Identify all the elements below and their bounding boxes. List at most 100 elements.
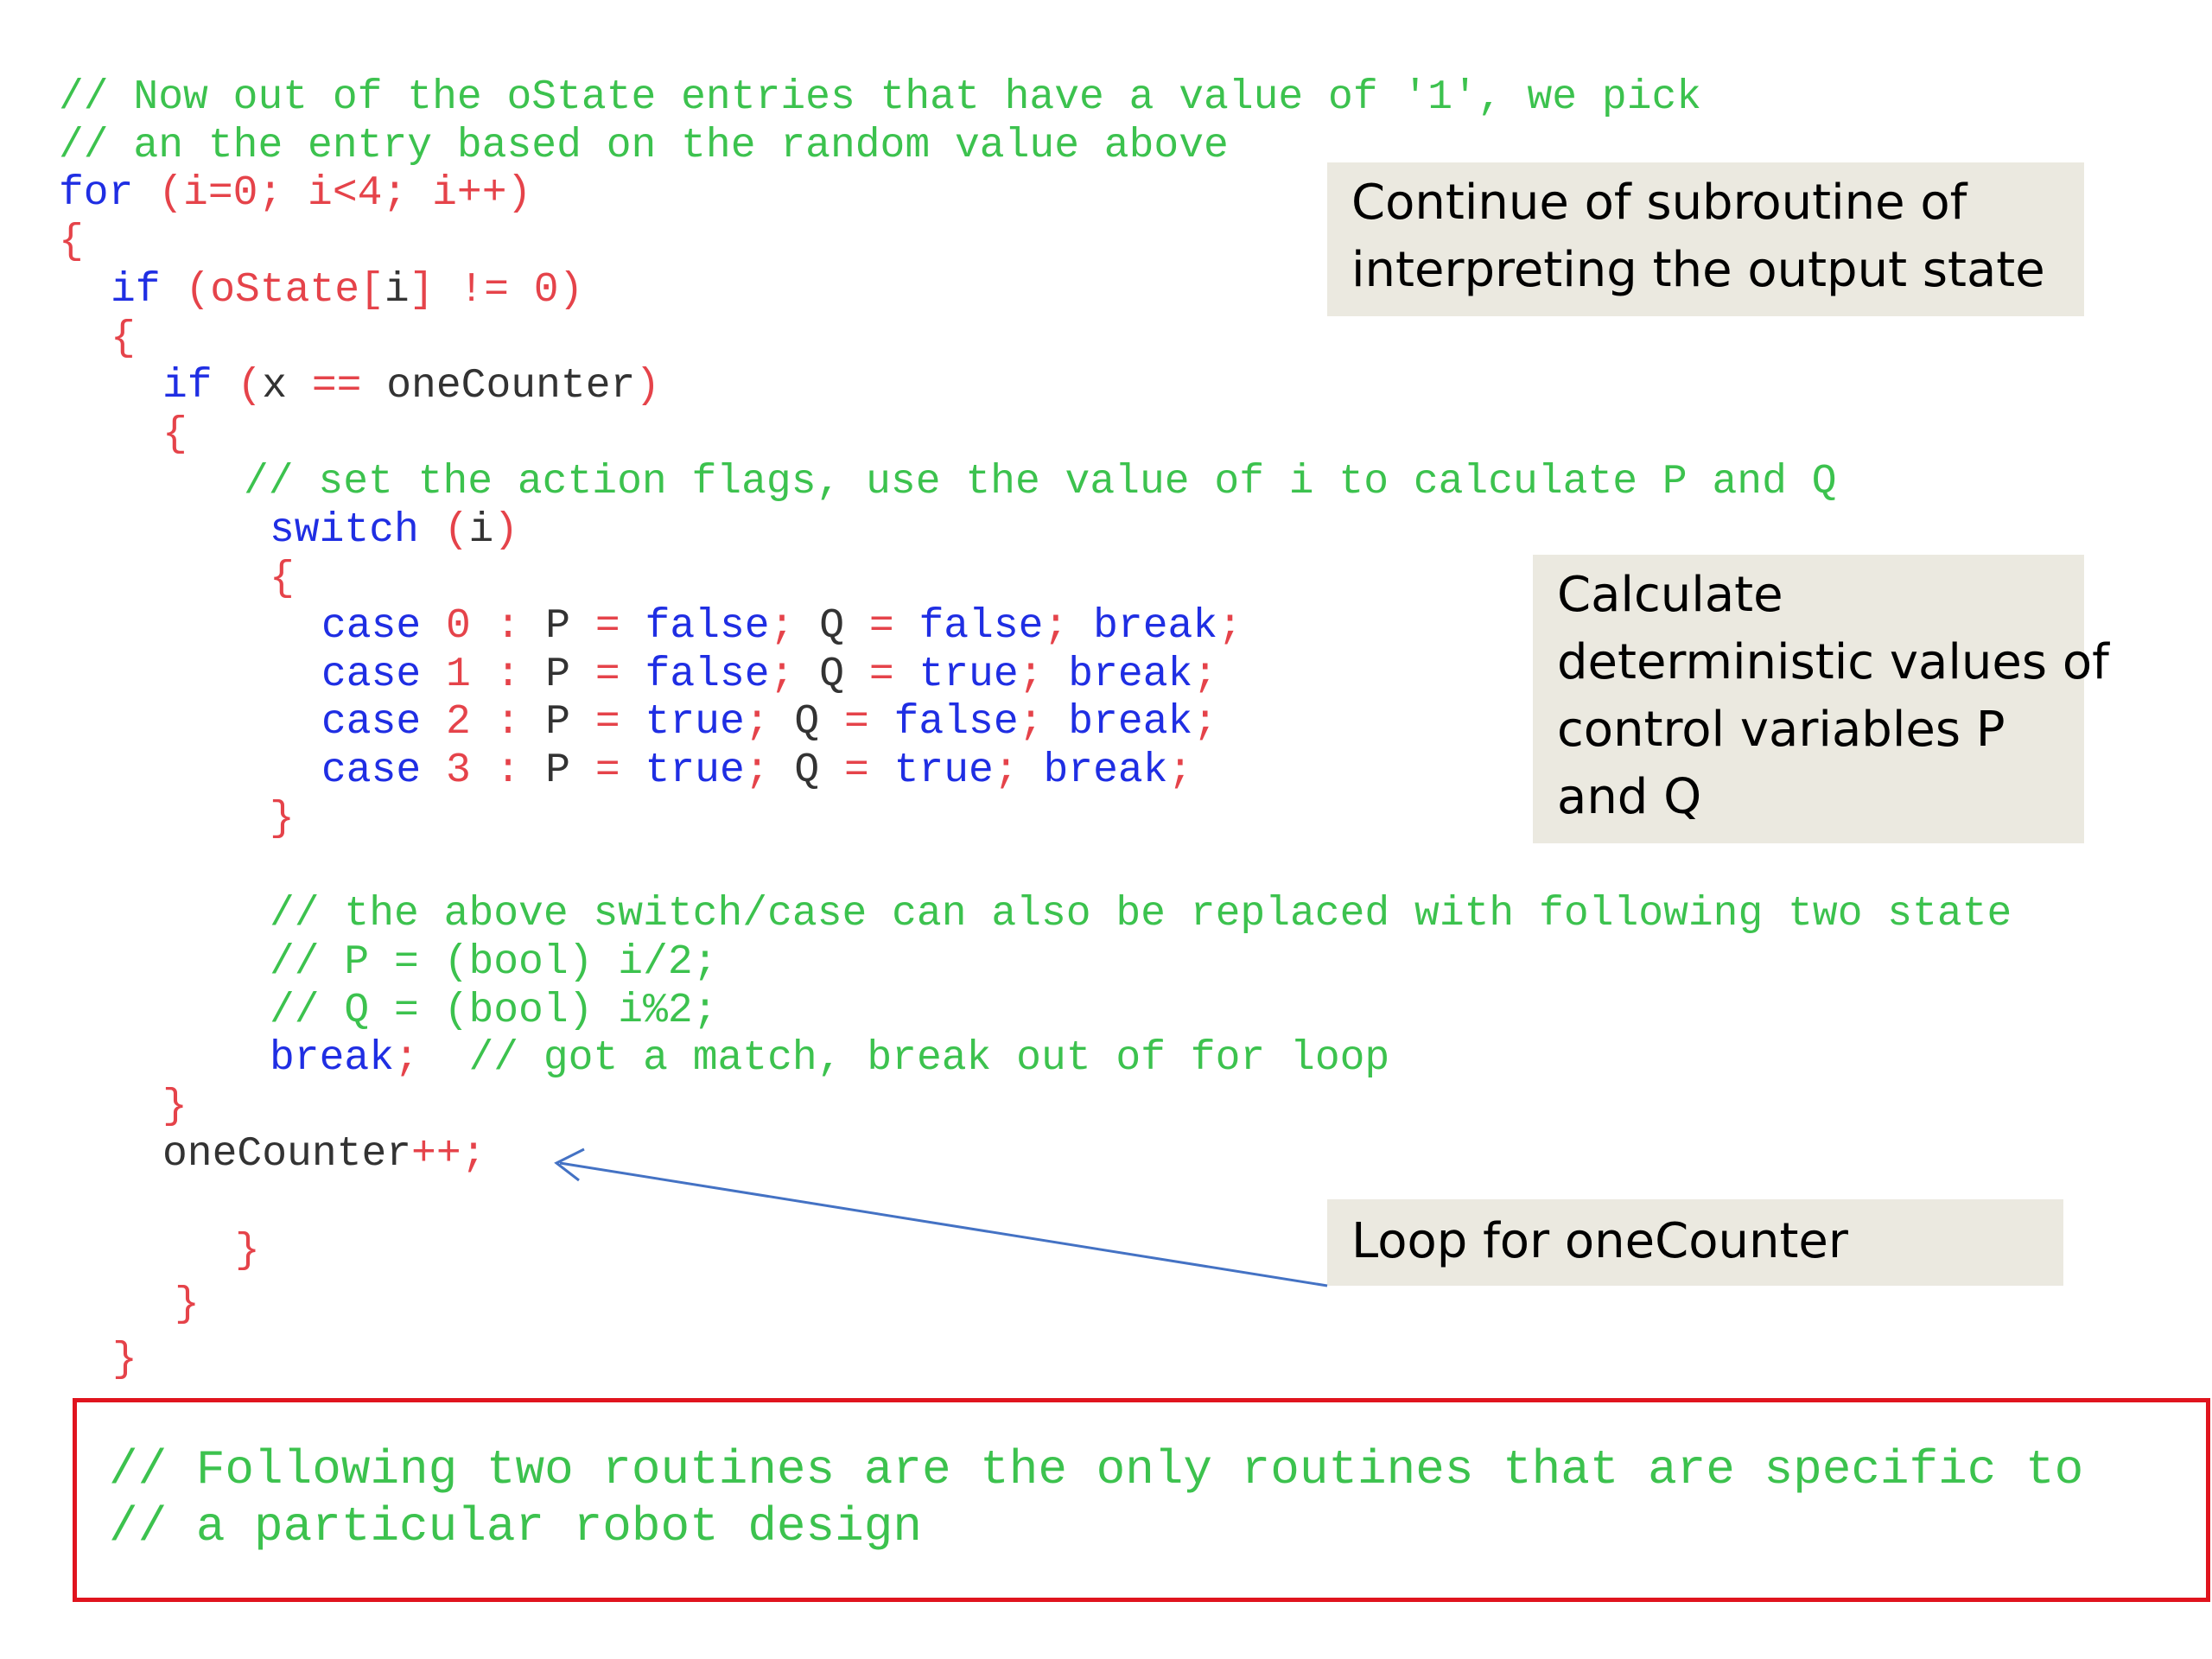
if-condition-c: i [384,267,410,314]
var-p: P [545,652,571,698]
code-for-statement: for (i=0; i<4; i++) [59,169,531,218]
for-condition: (i=0; i<4; i++) [133,170,532,217]
arrow-head [554,1147,585,1182]
callout-line: and Q [1557,769,1702,825]
callout-line: interpreting the output state [1351,242,2045,298]
q-value: false [918,603,1044,650]
assign-op: = [594,699,620,746]
if-condition-b: [ [359,267,385,314]
q-value: true [918,652,1019,698]
footer-comment-line: // Following two routines are the only r… [109,1442,2084,1497]
semicolon: ; [769,652,795,698]
code-brace: { [162,411,188,458]
code-brace: } [162,1084,188,1130]
callout-line: Continue of subroutine of [1351,175,1967,231]
callout-loop: Loop for oneCounter [1327,1199,2063,1286]
keyword-case: case [321,699,422,746]
code-switch: switch (i) [270,506,518,555]
var-p: P [545,603,571,650]
keyword-break: break [1043,747,1168,794]
highlight-box [73,1398,2210,1602]
semicolon: ; [744,699,770,746]
switch-b: i [468,507,494,554]
if-condition-a: (oState [160,267,360,314]
p-value: true [645,699,745,746]
switch-c: ) [493,507,519,554]
keyword-break: break [1068,652,1193,698]
keyword-break: break [270,1035,395,1082]
p-value: true [645,747,745,794]
increment-op: ++; [411,1131,486,1178]
code-comment-line: // Now out of the oState entries that ha… [59,74,1702,121]
assign-op: = [844,747,869,794]
keyword-if: if [111,267,161,314]
callout-line: Loop for oneCounter [1351,1213,1848,1269]
assign-op: = [868,603,894,650]
code-brace: { [59,219,84,265]
case-number: 1 [446,652,471,698]
code-brace: { [111,315,136,362]
code-brace: } [175,1281,200,1328]
q-value: true [893,747,994,794]
var-p: P [545,699,571,746]
case-colon: : [495,603,521,650]
keyword-break: break [1093,603,1218,650]
keyword-case: case [321,603,422,650]
keyword-for: for [59,170,134,217]
switch-a: ( [418,507,469,554]
semicolon: ; [744,747,770,794]
if2-e: ) [635,363,661,410]
case-colon: : [495,747,521,794]
callout-deterministic: Calculate deterministic values of contro… [1533,555,2109,843]
keyword-break: break [1068,699,1193,746]
semicolon: ; [394,1035,419,1082]
keyword-case: case [321,652,422,698]
break-comment: // got a match, break out of for loop [468,1035,1390,1082]
var-q: Q [794,699,820,746]
semicolon: ; [1018,699,1044,746]
code-brace: } [112,1337,137,1383]
semicolon: ; [769,603,795,650]
case-colon: : [495,652,521,698]
callout-subroutine: Continue of subroutine of interpreting t… [1327,162,2084,316]
code-case-line: case 3 : P = true; Q = true; break; [321,747,1192,795]
code-comment-line: // set the action flags, use the value o… [244,459,1837,505]
code-brace: } [235,1228,260,1274]
keyword-case: case [321,747,422,794]
keyword-if: if [162,363,213,410]
var-q: Q [794,747,820,794]
if-condition-e: != 0) [434,267,584,314]
semicolon: ; [1043,603,1069,650]
case-number: 2 [446,699,471,746]
code-brace: { [270,556,295,602]
footer-comment-line: // a particular robot design [109,1499,922,1554]
semicolon: ; [1192,699,1218,746]
code-if-ostate: if (oState[i] != 0) [111,266,583,315]
p-value: false [645,603,770,650]
semicolon: ; [1192,652,1218,698]
callout-line: Calculate [1557,567,1783,623]
if2-c: == [287,363,387,410]
code-brace: } [270,796,295,842]
code-case-line: case 1 : P = false; Q = true; break; [321,651,1217,699]
code-case-line: case 0 : P = false; Q = false; break; [321,602,1243,651]
assign-op: = [594,603,620,650]
code-comment-line: // an the entry based on the random valu… [59,123,1229,169]
assign-op: = [594,747,620,794]
if2-b: x [262,363,288,410]
if2-d: oneCounter [386,363,636,410]
code-if-onecounter: if (x == oneCounter) [162,362,660,410]
semicolon: ; [1018,652,1044,698]
code-increment: oneCounter++; [162,1130,486,1179]
case-number: 0 [446,603,471,650]
assign-op: = [594,652,620,698]
semicolon: ; [993,747,1019,794]
callout-line: control variables P [1557,702,2005,758]
code-case-line: case 2 : P = true; Q = false; break; [321,698,1217,747]
if-condition-d: ] [409,267,435,314]
arrow-shaft [559,1161,1328,1287]
semicolon: ; [1217,603,1243,650]
code-comment-line: // the above switch/case can also be rep… [270,891,2012,938]
if2-a: ( [212,363,263,410]
